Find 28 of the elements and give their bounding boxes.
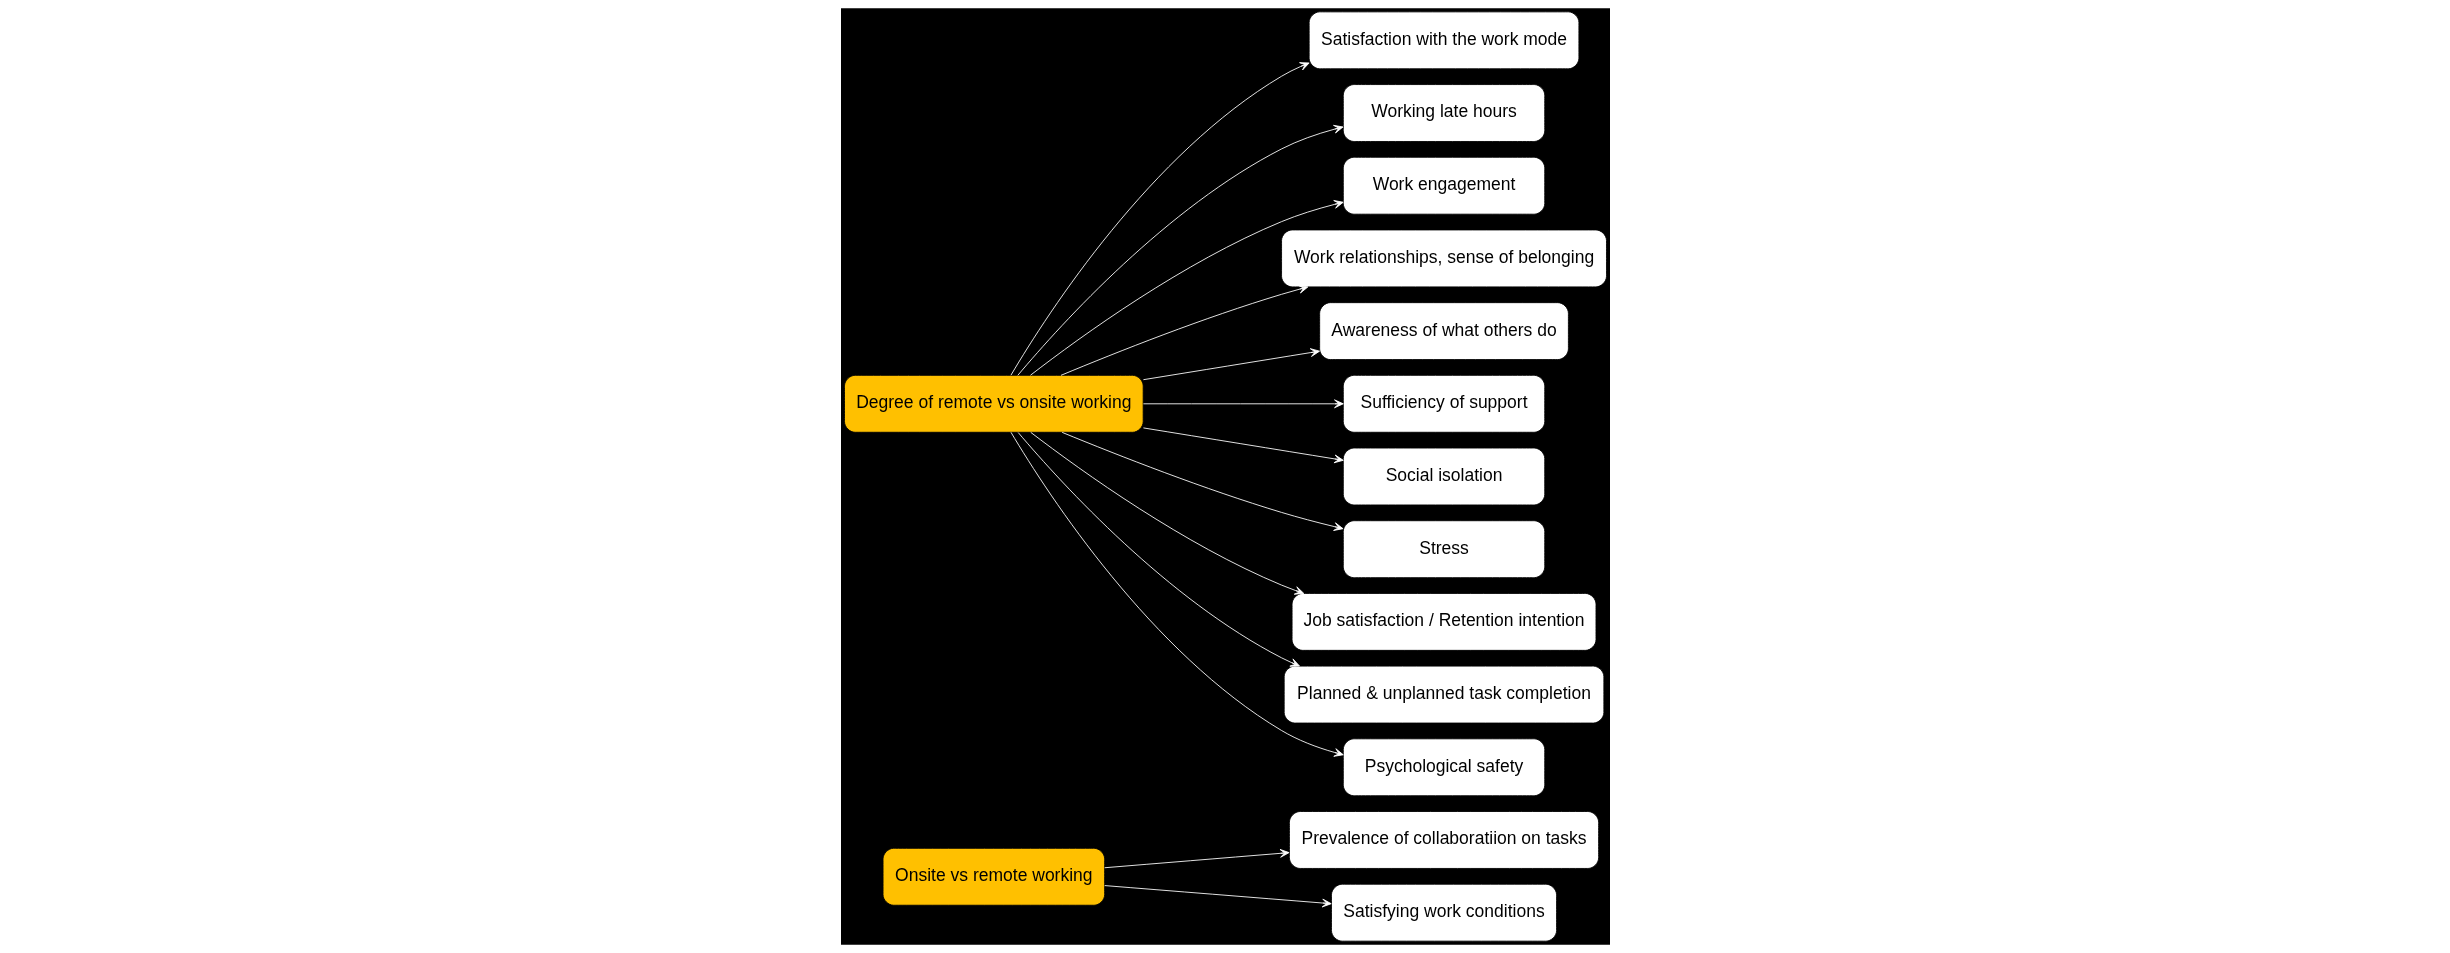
node-box: Work engagement — [1342, 156, 1545, 215]
arrow — [1103, 885, 1332, 908]
node-box: Stress — [1342, 520, 1545, 579]
arrow — [1142, 399, 1344, 409]
arrow — [1142, 348, 1320, 381]
node-box: Sufficiency of support — [1342, 374, 1545, 433]
node-box: Degree of remote vs onsite working — [843, 374, 1144, 433]
arrow — [1029, 200, 1344, 376]
node-box: Awareness of what others do — [1318, 302, 1569, 360]
node-box: Work relationships, sense of belonging — [1280, 229, 1607, 288]
node-box: Job satisfaction / Retention intention — [1291, 593, 1596, 651]
node-box: Social isolation — [1342, 447, 1545, 506]
arrow — [1061, 431, 1343, 531]
node-box: Onsite vs remote working — [882, 847, 1105, 906]
node-box: Working late hours — [1342, 84, 1545, 142]
arrow — [1060, 284, 1308, 376]
node-box: Planned & unplanned task completion — [1283, 665, 1604, 724]
node-box: Satisfying work conditions — [1330, 883, 1557, 942]
arrow — [1016, 124, 1343, 376]
arrow — [1010, 62, 1310, 376]
arrow — [1103, 848, 1289, 869]
node-box: Psychological safety — [1342, 738, 1545, 797]
node-box: Prevalence of collaboratiion on tasks — [1288, 811, 1599, 869]
arrow — [1010, 431, 1344, 757]
arrow — [1029, 431, 1304, 595]
node-box: Satisfaction with the work mode — [1308, 11, 1579, 70]
arrow — [1142, 427, 1344, 464]
arrow — [1017, 432, 1300, 667]
